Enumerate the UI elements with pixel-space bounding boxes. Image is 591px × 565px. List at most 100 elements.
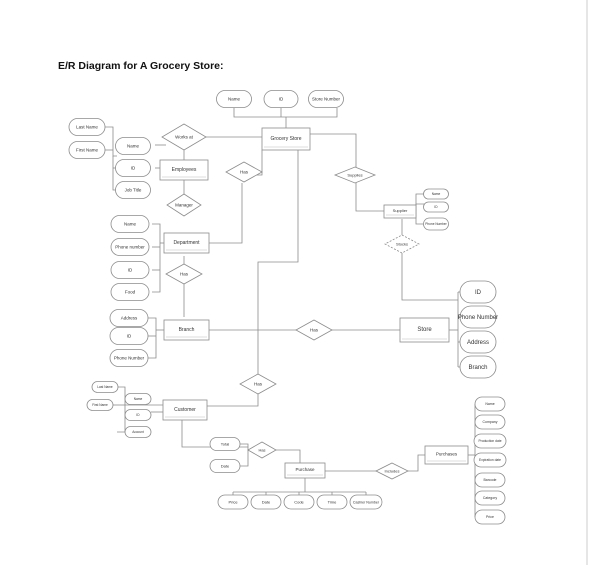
attribute-st_address-label: Address <box>467 340 489 346</box>
attribute-gs_id-pill <box>263 90 299 108</box>
attribute-st_id-pill <box>459 280 497 304</box>
entity-branch-label: Branch <box>179 327 195 333</box>
attribute-ps_price-pill <box>474 509 506 525</box>
attribute-sup_name-label: Name <box>432 192 441 196</box>
attribute-ps_barcode-pill <box>474 472 506 488</box>
attribute-ps_barcode-label: Barcode <box>483 478 496 482</box>
relationship-works_at-label: Works at <box>175 135 193 140</box>
entity-employees-label: Employees <box>172 167 197 173</box>
connector-line <box>401 253 458 301</box>
entity-store-box <box>399 317 450 343</box>
attribute-emp_name-label: Name <box>127 144 140 149</box>
attribute-ps_company-pill <box>474 414 506 430</box>
attribute-ps_expiration-pill <box>473 452 507 468</box>
attribute-br_id-label: ID <box>127 334 132 339</box>
attribute-cu_last_name-label: Last Name <box>97 385 113 389</box>
attribute-sup_id-label: ID <box>434 205 438 209</box>
attribute-ps_category-pill <box>474 490 506 506</box>
attribute-dept_name-pill <box>110 215 150 233</box>
attribute-dept_id-pill <box>110 261 150 279</box>
attribute-ps_price-label: Price <box>486 515 494 519</box>
relationship-stocks-diamond <box>384 234 420 254</box>
attribute-cu_id-label: ID <box>136 413 140 417</box>
connector-line <box>257 150 299 376</box>
attribute-st_address-pill <box>459 330 497 354</box>
attribute-gs_name-pill <box>216 90 252 108</box>
attribute-ps_category-label: Category <box>483 496 497 500</box>
connector-line <box>276 449 301 463</box>
attribute-ps_expiration-label: Expiration date <box>479 458 501 462</box>
attribute-st_phone-pill <box>459 305 497 329</box>
connector-line <box>415 193 424 211</box>
attribute-br_phone-label: Phone Number <box>114 356 145 361</box>
attribute-ph_total-pill <box>209 437 241 451</box>
relationship-has_emp-label: Has <box>240 170 249 175</box>
attribute-ps_production-label: Production date <box>478 439 501 443</box>
attribute-gs_store_number-label: Store Number <box>312 97 341 102</box>
connector-line <box>148 317 157 359</box>
attribute-dept_phone-label: Phone number <box>115 245 145 250</box>
attribute-emp_first_name-pill <box>68 141 106 159</box>
relationship-has_branch-label: Has <box>310 328 319 333</box>
relationship-works_at-diamond <box>161 123 207 151</box>
relationship-has_customer-diamond <box>239 373 277 395</box>
entity-purchase-box <box>284 462 326 479</box>
attribute-ps_name-pill <box>474 396 506 412</box>
connector-line <box>152 223 161 268</box>
attribute-ps_company-label: Company <box>483 420 498 424</box>
attribute-br_address-label: Address <box>121 316 138 321</box>
connector-line <box>105 126 117 157</box>
attribute-gs_store_number-pill <box>308 90 344 108</box>
relationship-manager-diamond <box>166 193 202 217</box>
attribute-cu_account-pill <box>124 426 152 438</box>
attribute-dept_id-label: ID <box>128 268 133 273</box>
relationship-has_dept-diamond <box>165 263 203 285</box>
relationship-supplies-label: Supplies <box>347 172 362 177</box>
entity-grocery_store-box <box>261 127 311 151</box>
relationship-stocks-label: Stocks <box>396 241 408 246</box>
attribute-pu_cashier-pill <box>349 494 383 510</box>
attribute-br_address-pill <box>109 309 149 327</box>
relationship-includes-diamond <box>375 462 409 480</box>
attribute-br_id-pill <box>109 327 149 345</box>
entity-purchases-box <box>424 445 469 465</box>
attribute-st_branch-pill <box>459 355 497 379</box>
connector-line <box>240 443 249 467</box>
entity-supplier-label: Supplier <box>393 208 408 213</box>
attribute-emp_id-pill <box>115 159 151 177</box>
attribute-sup_name-pill <box>423 188 449 200</box>
attribute-gs_name-label: Name <box>228 97 241 102</box>
relationship-has_customer-label: Has <box>254 382 263 387</box>
attribute-pu_time-pill <box>316 494 348 510</box>
relationship-supplies-diamond <box>333 166 377 184</box>
attribute-cu_first_name-pill <box>86 399 114 411</box>
attribute-gs_id-label: ID <box>279 97 284 102</box>
attribute-pu_cashier-label: Cashier Number <box>353 500 380 504</box>
attribute-emp_last_name-pill <box>68 118 106 136</box>
attribute-pu_date-pill <box>250 494 282 510</box>
attribute-ph_date-pill <box>209 459 241 473</box>
attribute-emp_id-label: ID <box>131 166 136 171</box>
relationship-has_purchase-diamond <box>247 441 277 459</box>
attribute-ph_date-label: Date <box>221 463 230 468</box>
attribute-dept_name-label: Name <box>124 222 137 227</box>
connector-line <box>117 386 126 433</box>
connector-line <box>112 156 117 191</box>
attribute-cu_name-pill <box>124 393 152 405</box>
attribute-dept_phone-pill <box>110 238 150 256</box>
attribute-ps_production-pill <box>473 433 507 449</box>
attribute-dept_food-label: Food <box>125 290 136 295</box>
attribute-emp_name-pill <box>115 137 151 155</box>
attribute-cu_first_name-label: First Name <box>92 403 108 407</box>
relationship-manager-label: Manager <box>175 203 193 208</box>
entity-purchases-label: Purchases <box>436 452 458 457</box>
attribute-sup_phone-pill <box>423 217 449 231</box>
attribute-sup_phone-label: Phone Number <box>425 222 447 226</box>
relationship-has_emp-diamond <box>225 161 263 183</box>
attribute-pu_time-label: Time <box>328 499 338 504</box>
attribute-sup_id-pill <box>423 201 449 213</box>
attribute-pu_price-label: Price <box>228 499 238 504</box>
entity-grocery_store-label: Grocery Store <box>270 136 301 142</box>
connector-line <box>207 393 259 407</box>
attribute-cu_id-pill <box>124 409 152 421</box>
